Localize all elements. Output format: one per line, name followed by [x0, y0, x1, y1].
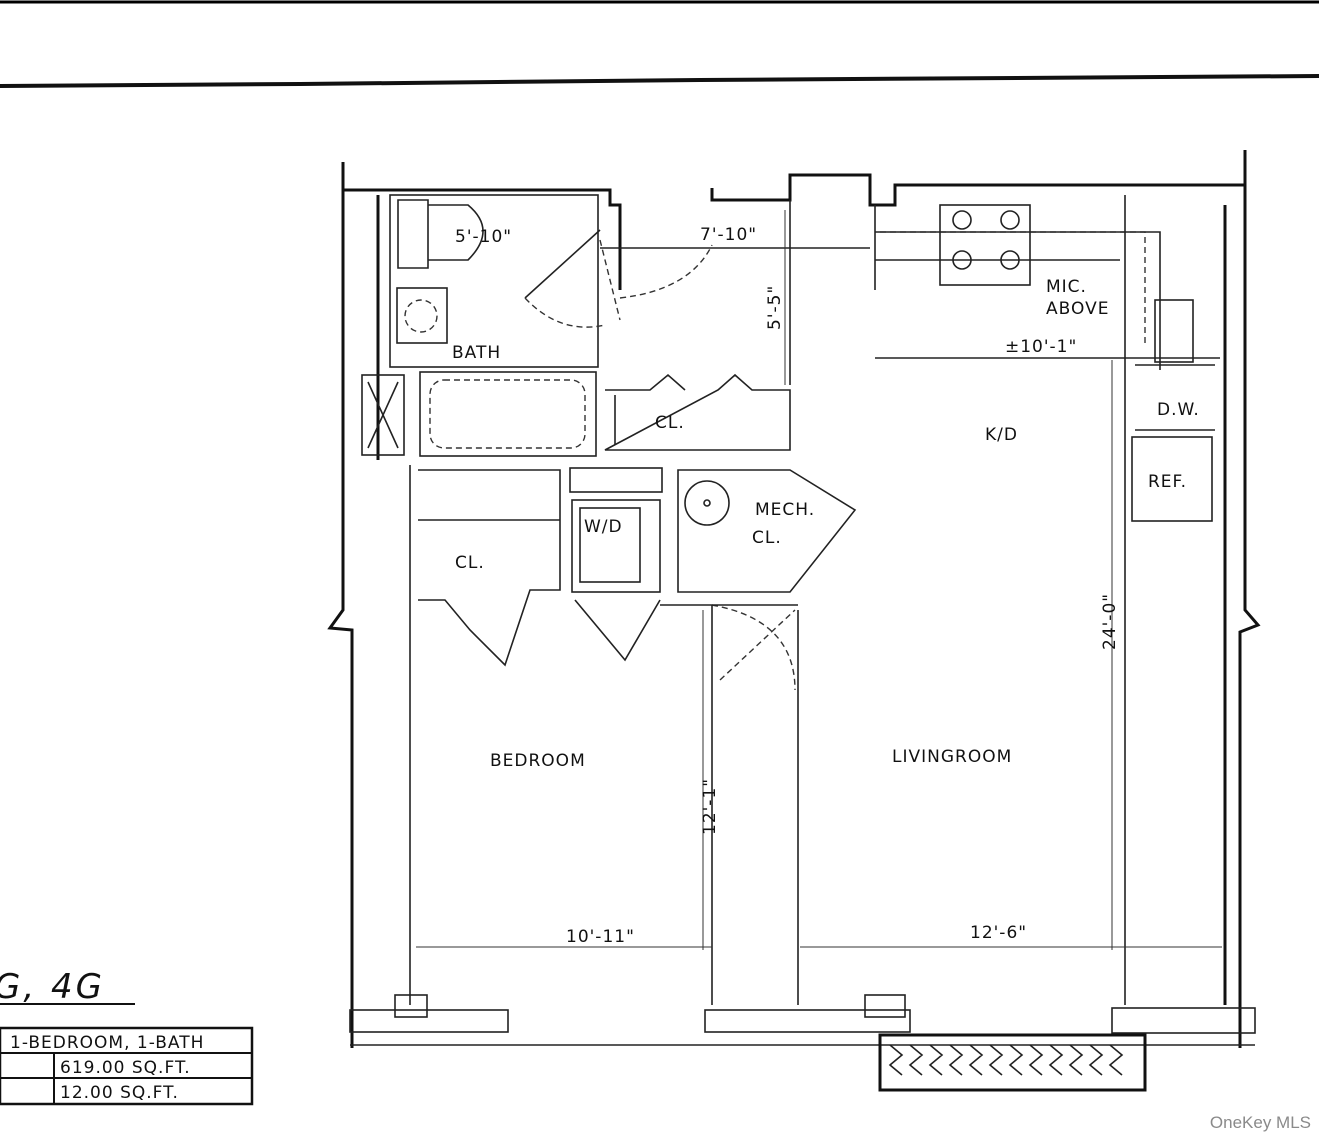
range [939, 204, 1031, 286]
label-microwave: MIC. [1046, 277, 1087, 297]
label-livingroom: LIVINGROOM [892, 747, 1012, 767]
label-refrigerator: REF. [1148, 472, 1187, 492]
dim-hall-depth: 5'-5" [765, 285, 785, 330]
unit-type: 1-BEDROOM, 1-BATH [10, 1033, 204, 1053]
label-bedroom: BEDROOM [490, 751, 586, 771]
dimension-lines [416, 210, 1222, 950]
label-microwave-above: ABOVE [1046, 299, 1109, 319]
dim-kitchen-width: ±10'-1" [1005, 337, 1077, 357]
dim-living-width: 12'-6" [970, 923, 1027, 943]
balcony-area: 12.00 SQ.FT. [60, 1083, 179, 1103]
dim-bedroom-width: 10'-11" [566, 927, 635, 947]
label-mech-closet: CL. [752, 528, 782, 548]
label-kitchen-dining: K/D [985, 425, 1018, 445]
interior-walls [409, 465, 857, 1005]
header-rule [0, 74, 1319, 88]
label-mech: MECH. [755, 500, 815, 520]
window-wall [349, 994, 1256, 1092]
bathroom [361, 194, 621, 457]
label-hall-closet: CL. [655, 413, 685, 433]
unit-area: 619.00 SQ.FT. [60, 1058, 191, 1078]
label-bedroom-closet: CL. [455, 553, 485, 573]
label-washer-dryer: W/D [584, 517, 623, 537]
refrigerator [1131, 436, 1213, 522]
unit-table: 1-BEDROOM, 1-BATH 619.00 SQ.FT. 12.00 SQ… [0, 1026, 254, 1106]
dim-hall-width: 7'-10" [700, 225, 757, 245]
dim-bath-width: 5'-10" [455, 227, 512, 247]
label-bath: BATH [452, 343, 501, 363]
unit-title: G, 4G [0, 967, 105, 1007]
sink [1154, 299, 1194, 363]
dim-living-depth: 24'-0" [1100, 593, 1120, 650]
dim-bedroom-depth: 12'-1" [700, 778, 720, 835]
kitchen [874, 195, 1220, 1005]
hall-closet [600, 200, 870, 451]
exterior-walls [327, 150, 1261, 1048]
label-dishwasher: D.W. [1157, 400, 1200, 420]
watermark: OneKey MLS [1209, 1113, 1311, 1132]
balcony [878, 1033, 1147, 1092]
burners [952, 210, 1020, 270]
